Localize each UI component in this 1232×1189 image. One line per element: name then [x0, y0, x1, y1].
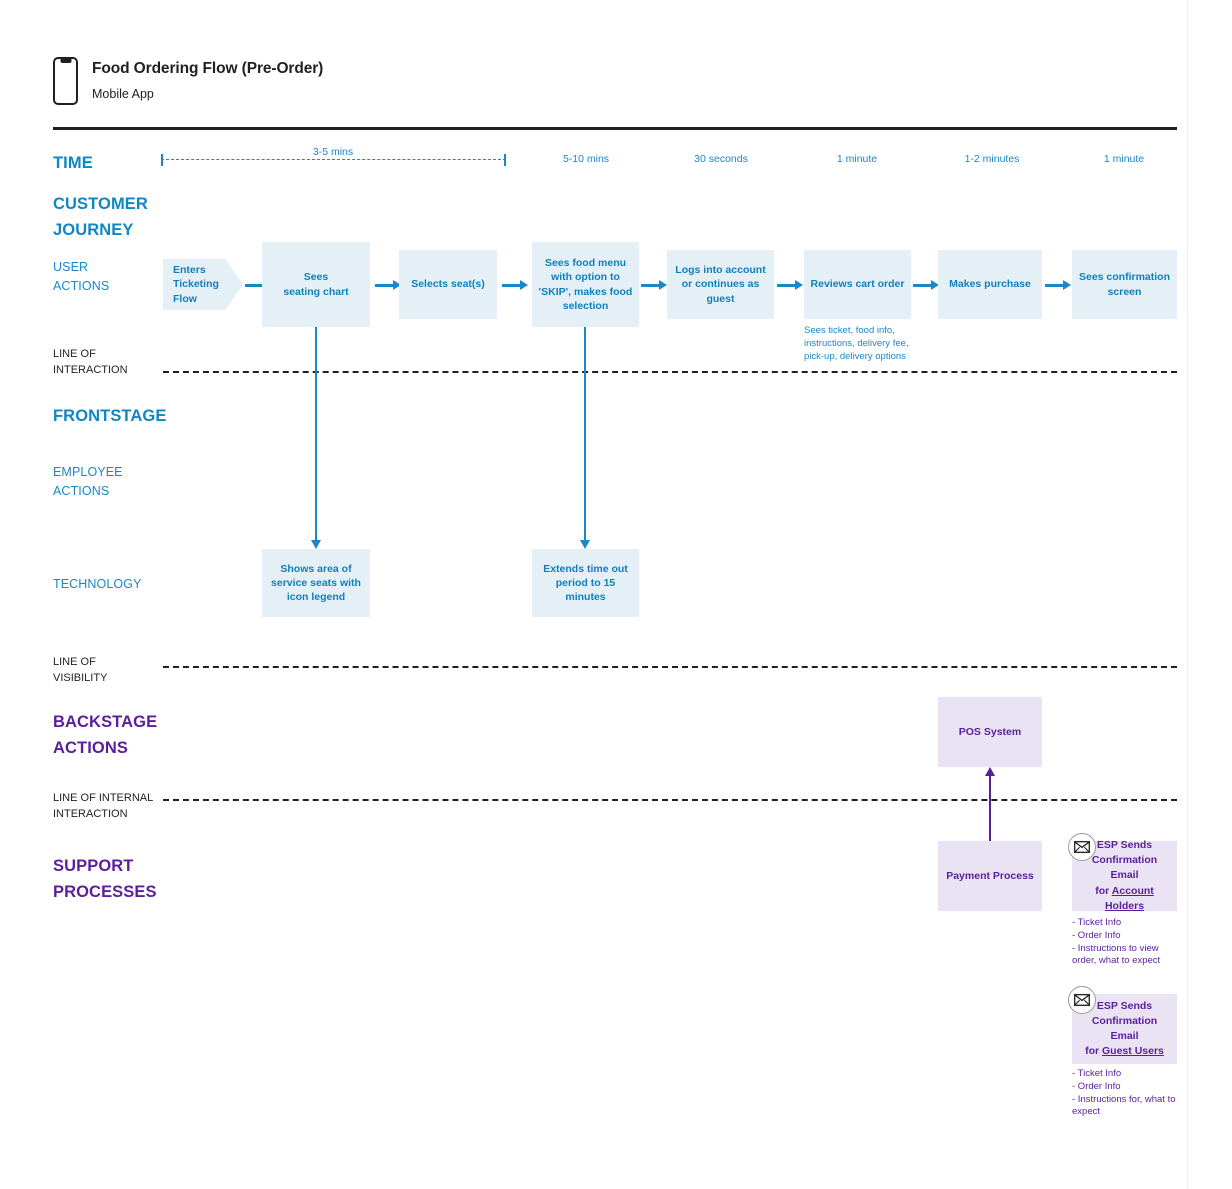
arrow-shaft [913, 284, 932, 287]
arrow-head [1063, 280, 1071, 290]
arrow-head [311, 540, 321, 549]
row-label-employee-actions: EMPLOYEE ACTIONS [53, 465, 123, 499]
support-payment-process[interactable]: Payment Process [938, 841, 1042, 911]
arrow-shaft [584, 327, 587, 541]
user-action-step-5[interactable]: Makes purchase [938, 250, 1042, 319]
arrow-shaft [989, 775, 992, 841]
arrow-head [659, 280, 667, 290]
user-action-step-4-label: Reviews cart order [810, 278, 905, 291]
time-label-4: 1 minute [1103, 153, 1145, 165]
envelope-icon [1068, 833, 1096, 861]
support-email-1-audience: Guest Users [1102, 1045, 1164, 1058]
arrow-shaft [641, 284, 660, 287]
user-action-start-enters-ticketing-flow[interactable]: Enters Ticketing Flow [163, 259, 243, 310]
line-of-visibility-divider [163, 666, 1177, 668]
row-label-customer-journey: CUSTOMER JOURNEY [53, 195, 148, 239]
time-label-0: 5-10 mins [562, 153, 610, 165]
arrow-head [520, 280, 528, 290]
user-action-step-2-label: Sees food menu with option to 'SKIP', ma… [538, 257, 633, 312]
time-label-3: 1-2 minutes [964, 153, 1020, 165]
time-bracket-bar [161, 159, 506, 160]
time-bracket-cap-left [161, 154, 163, 166]
arrow-head [393, 280, 401, 290]
support-email-1-line3: for Guest Users [1078, 1044, 1171, 1059]
support-email-1-line2: Confirmation Email [1091, 1014, 1158, 1042]
line-of-internal-interaction-divider [163, 799, 1177, 801]
arrow-shaft [315, 327, 318, 541]
arrow-head [985, 767, 995, 776]
user-action-step-5-label: Makes purchase [949, 278, 1031, 291]
connector-step2-to-technology-1 [580, 327, 590, 549]
support-email-0-line1: ESP Sends [1096, 838, 1153, 851]
support-payment-process-label: Payment Process [946, 869, 1034, 882]
arrow-head [931, 280, 939, 290]
backstage-item-pos-system[interactable]: POS System [938, 697, 1042, 767]
row-label-frontstage: FRONTSTAGE [53, 407, 167, 425]
user-action-start-label: Enters Ticketing Flow [173, 264, 219, 305]
support-email-account-holders[interactable]: ESP Sends Confirmation Email for Account… [1072, 838, 1177, 914]
row-label-support-processes: SUPPORT PROCESSES [53, 857, 157, 901]
technology-item-0-label: Shows area of service seats with icon le… [271, 562, 361, 604]
user-action-step-1[interactable]: Selects seat(s) [399, 250, 497, 319]
line-of-interaction-divider [163, 371, 1177, 373]
technology-item-1-label: Extends time out period to 15 minutes [543, 562, 628, 604]
support-email-0-audience: Account Holders [1104, 884, 1154, 912]
row-label-backstage-actions: BACKSTAGE ACTIONS [53, 713, 158, 757]
mobile-phone-icon [53, 57, 78, 105]
header-divider [53, 127, 1177, 130]
user-action-step-6[interactable]: Sees confirmation screen [1072, 250, 1177, 319]
technology-item-1[interactable]: Extends time out period to 15 minutes [532, 549, 639, 617]
backstage-item-pos-system-label: POS System [958, 725, 1022, 738]
canvas-right-edge [1187, 0, 1188, 1189]
user-action-step-4[interactable]: Reviews cart order [804, 250, 911, 319]
arrow-step2-to-step3 [641, 280, 667, 290]
row-label-line-of-interaction: LINE OF INTERACTION [53, 348, 128, 376]
row-label-user-actions: USER ACTIONS [53, 260, 110, 294]
arrow-shaft [777, 284, 796, 287]
support-email-0-line3: for Account Holders [1078, 884, 1171, 914]
arrow-step0-to-step1 [375, 280, 401, 290]
arrow-step3-to-step4 [777, 280, 803, 290]
envelope-icon [1068, 986, 1096, 1014]
time-label-bracket: 3-5 mins [312, 146, 354, 158]
time-label-2: 1 minute [836, 153, 878, 165]
technology-item-0[interactable]: Shows area of service seats with icon le… [262, 549, 370, 617]
arrow-step5-to-step6 [1045, 280, 1071, 290]
arrow-shaft [1045, 284, 1064, 287]
connector-payment-process-to-pos-system [985, 767, 995, 841]
page-title: Food Ordering Flow (Pre-Order) [92, 60, 324, 77]
time-bracket-cap-right [504, 154, 506, 166]
support-email-1-line3-prefix: for [1085, 1045, 1103, 1058]
arrow-step4-to-step5 [913, 280, 939, 290]
user-action-step-1-label: Selects seat(s) [411, 278, 485, 291]
user-action-step-4-note: Sees ticket, food info, instructions, de… [804, 325, 909, 362]
row-label-line-of-internal-interaction: LINE OF INTERNAL INTERACTION [53, 792, 154, 820]
support-email-0-line2: Confirmation Email [1091, 854, 1158, 882]
support-email-0-line3-prefix: for [1095, 884, 1112, 897]
support-email-1-line1: ESP Sends [1096, 999, 1153, 1012]
time-bracket-3-5-mins [161, 154, 506, 166]
arrow-shaft [245, 284, 272, 287]
user-action-step-6-label: Sees confirmation screen [1078, 271, 1171, 298]
time-label-1: 30 seconds [694, 153, 748, 165]
row-label-technology: TECHNOLOGY [53, 577, 142, 591]
page-subtitle: Mobile App [92, 87, 154, 101]
user-action-step-3-label: Logs into account or continues as guest [675, 264, 766, 305]
user-action-step-0[interactable]: Sees seating chart [262, 242, 370, 327]
connector-step0-to-technology-0 [311, 327, 321, 549]
arrow-step1-to-step2 [502, 280, 528, 290]
support-email-0-notes: - Ticket Info - Order Info - Instruction… [1072, 917, 1161, 967]
user-action-step-3[interactable]: Logs into account or continues as guest [667, 250, 774, 319]
user-action-step-0-label: Sees seating chart [283, 271, 349, 298]
arrow-head [580, 540, 590, 549]
arrow-shaft [375, 284, 394, 287]
arrow-head [795, 280, 803, 290]
user-action-step-2[interactable]: Sees food menu with option to 'SKIP', ma… [532, 242, 639, 327]
arrow-shaft [502, 284, 521, 287]
support-email-1-notes: - Ticket Info - Order Info - Instruction… [1072, 1068, 1176, 1118]
row-label-line-of-visibility: LINE OF VISIBILITY [53, 656, 108, 684]
row-label-time: TIME [53, 154, 93, 172]
